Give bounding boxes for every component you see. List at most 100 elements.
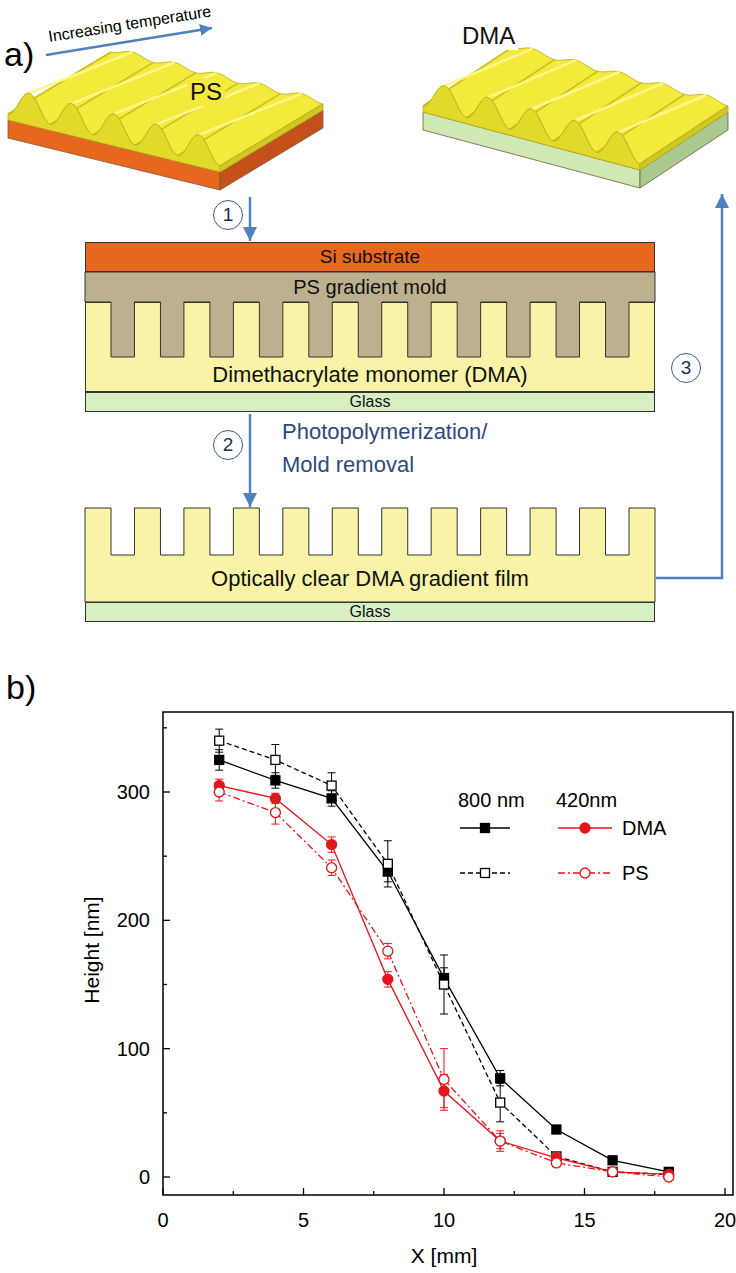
data-marker (664, 1172, 674, 1182)
data-series (215, 779, 673, 1176)
data-series (215, 783, 673, 1180)
error-bar (271, 801, 279, 824)
data-marker (327, 781, 336, 790)
layer-label: Glass (350, 393, 391, 411)
error-bar (496, 1131, 504, 1152)
process-arrow (656, 194, 722, 578)
data-marker (270, 793, 280, 803)
layer-band: Optically clear DMA gradient film (85, 508, 655, 602)
layer-label: Si substrate (320, 246, 420, 268)
data-marker (495, 1136, 505, 1146)
data-marker (481, 824, 490, 833)
data-marker (495, 1136, 505, 1146)
data-series (215, 729, 673, 1177)
series-markers (215, 736, 674, 1179)
layer-label: DMA (459, 22, 518, 50)
x-tick (514, 1191, 515, 1195)
film-illustration: PS (5, 20, 333, 195)
data-marker (439, 1074, 449, 1084)
tick-label: 10 (433, 1209, 455, 1232)
step-number: 3 (681, 357, 692, 379)
ridge-line (72, 62, 175, 103)
data-marker (496, 1074, 505, 1083)
legend-text: DMA (622, 817, 666, 840)
legend-heading: 420nm (556, 789, 617, 812)
layer-label: Optically clear DMA gradient film (211, 566, 529, 591)
error-bar (440, 955, 448, 1014)
error-bar (384, 943, 392, 958)
process-arrow (249, 414, 252, 507)
patterned-film (85, 508, 655, 602)
error-bar (215, 750, 223, 771)
data-marker (580, 823, 590, 833)
data-marker (608, 1167, 618, 1177)
data-marker (552, 1125, 561, 1134)
data-marker (439, 1086, 449, 1096)
data-marker (270, 808, 280, 818)
chart (163, 712, 733, 1195)
shape-outline (5, 20, 333, 195)
x-tick (303, 1188, 304, 1195)
series-line (219, 760, 669, 1172)
process-arrow (249, 197, 252, 241)
ridge-line (29, 52, 132, 93)
tick-label: 15 (573, 1209, 595, 1232)
ridge-line (532, 72, 620, 109)
y-tick (163, 920, 170, 921)
data-marker (551, 1158, 561, 1168)
data-marker (271, 776, 280, 785)
x-tick (162, 1188, 163, 1195)
axis-direction-label: Increasing temperature (47, 2, 212, 46)
data-marker (608, 1167, 617, 1176)
y-tick (163, 1112, 167, 1113)
layer-label: PS (187, 78, 225, 106)
layer-band: PS gradient mold (85, 272, 655, 357)
corrugated-side (220, 104, 323, 172)
legend-heading: 800 nm (458, 789, 525, 812)
error-bar (384, 972, 392, 987)
ridge-line (618, 95, 706, 132)
y-tick (163, 984, 167, 985)
data-marker (215, 736, 224, 745)
error-bar (496, 1083, 504, 1122)
x-tick (443, 1188, 444, 1195)
panel-letter: b) (6, 668, 36, 707)
data-marker (215, 755, 224, 764)
film-illustration: DMA (415, 20, 733, 192)
tick-label: 20 (714, 1209, 736, 1232)
series-line (219, 792, 669, 1177)
layer-band: Glass (85, 602, 655, 622)
layer-label: Glass (350, 603, 391, 621)
step-number-circle: 1 (213, 200, 243, 230)
error-bar (496, 1133, 504, 1148)
corrugated-side (640, 106, 728, 170)
plot-frame (163, 712, 733, 1195)
ridge-line (575, 83, 663, 120)
series-markers (214, 781, 674, 1180)
legend-sample (460, 868, 612, 878)
data-marker (580, 868, 590, 878)
tick-label: 0 (157, 1209, 168, 1232)
series-markers (215, 755, 674, 1176)
y-tick (163, 727, 167, 728)
legend-text: PS (622, 862, 649, 885)
step-number: 2 (223, 434, 234, 456)
ridge-line (445, 49, 533, 86)
error-bar (384, 841, 392, 887)
tick-label: 300 (117, 781, 150, 804)
layer-label: PS gradient mold (293, 276, 446, 299)
data-marker (440, 980, 449, 989)
data-marker (214, 787, 224, 797)
error-bar (271, 793, 279, 803)
data-marker (327, 840, 337, 850)
step-number-circle: 2 (213, 430, 243, 460)
y-tick (163, 1176, 170, 1177)
layer-band: Si substrate (85, 242, 655, 272)
ridge-line (488, 60, 576, 97)
text-slot: PS gradient mold (85, 272, 655, 302)
tick-label: 100 (117, 1037, 150, 1060)
data-marker (383, 859, 392, 868)
